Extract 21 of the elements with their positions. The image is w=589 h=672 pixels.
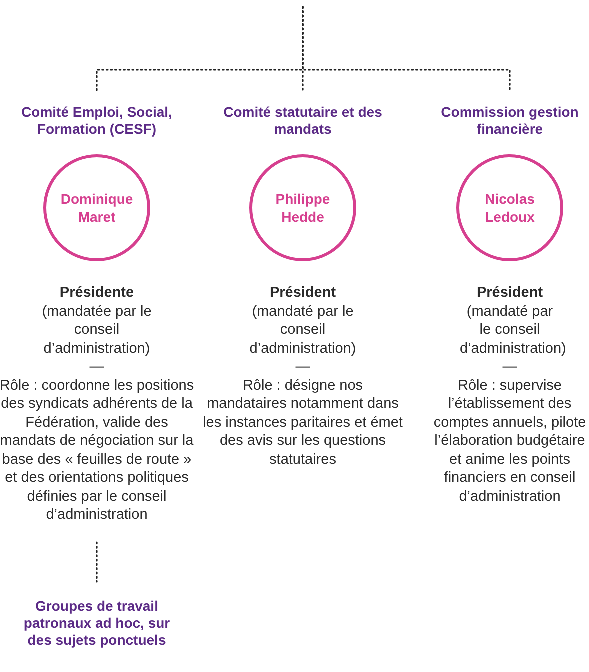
mandate-note: (mandaté par le conseil d’administration) xyxy=(459,302,568,358)
role-title: Présidente xyxy=(58,284,136,302)
role-title: Président xyxy=(476,284,544,302)
role-description: Rôle : supervise l’établissement des comptes annuels, pilote l’élaboration budgétaire et anime les points financiers en conseil d’administration xyxy=(432,376,588,506)
person-name: Nicolas Ledoux xyxy=(484,190,536,226)
committee-heading: Comité statutaire et des mandats xyxy=(222,104,384,138)
committee-heading: Groupes de travail patronaux ad hoc, sur des sujets ponctuels xyxy=(22,598,172,649)
dotted-connector xyxy=(96,542,98,583)
mandate-note: (mandaté par le conseil d’administration) xyxy=(248,302,358,358)
dotted-connector xyxy=(302,6,511,93)
role-description: Rôle : désigne nos mandataires notamment dans les instances paritaires et émet des avis sur les questions statutaires xyxy=(203,376,403,469)
separator-dash: — xyxy=(88,358,106,376)
role-description: Rôle : coordonne les positions des syndicats adhérents de la Fédération, valide des mandats de négociation sur la base des « feuilles de route » et des orientations politiques définies par le conseil d’administration xyxy=(0,376,196,524)
committee-heading: Comité Emploi, Social, Formation (CESF) xyxy=(20,104,174,138)
separator-dash: — xyxy=(502,358,518,376)
person-name: Dominique Maret xyxy=(60,190,134,226)
role-title: Président xyxy=(268,284,338,302)
committee-heading: Commission gestion financière xyxy=(440,104,580,138)
mandate-note: (mandatée par le conseil d’administration) xyxy=(41,302,153,358)
separator-dash: — xyxy=(294,358,312,376)
person-name: Philippe Hedde xyxy=(274,190,332,226)
